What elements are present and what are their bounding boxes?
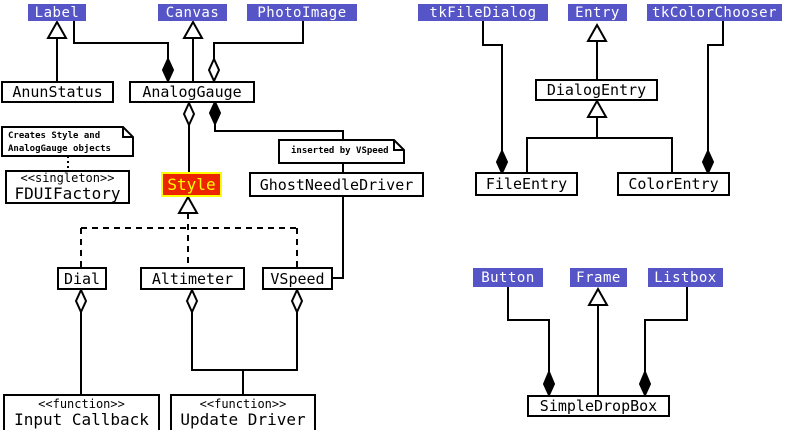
fduifactory-stereotype: <<singleton>> xyxy=(20,170,115,185)
note-inserted-by-vspeed: inserted by VSpeed xyxy=(291,146,389,156)
class-analoggauge: AnalogGauge xyxy=(129,81,255,103)
module-listbox: Listbox xyxy=(648,268,723,287)
update-driver-stereotype: <<function>> xyxy=(199,396,287,411)
module-canvas: Canvas xyxy=(158,4,227,21)
edge-simpledropbox-extends-frame xyxy=(587,286,609,395)
edge-gauges-realize-style xyxy=(80,194,298,267)
edge-label-composed-analoggauge xyxy=(73,21,175,84)
edge-ghostneedledriver-vspeed xyxy=(333,197,344,279)
class-update-driver: <<function>> Update Driver xyxy=(170,394,316,430)
class-ghostneedledriver: GhostNeedleDriver xyxy=(249,172,424,197)
class-dial: Dial xyxy=(57,267,107,290)
edge-photoimage-aggregated-analoggauge xyxy=(207,21,304,84)
module-frame: Frame xyxy=(570,268,627,287)
edge-simpledropbox-composes-button xyxy=(507,287,556,398)
module-tkcolorchooser: tkColorChooser xyxy=(647,4,782,21)
fduifactory-name: FDUIFactory xyxy=(14,183,121,203)
edge-altimeter-vspeed-aggregate-update-driver xyxy=(185,287,304,394)
class-colorentry: ColorEntry xyxy=(617,172,730,196)
edge-analoggauge-extends-canvas xyxy=(182,19,204,81)
module-tkfiledialog: tkFileDialog xyxy=(418,4,548,21)
update-driver-name: Update Driver xyxy=(180,409,306,429)
edge-simpledropbox-composes-listbox xyxy=(638,287,688,398)
note-creates-line2: AnalogGauge objects xyxy=(8,144,111,154)
class-simpledropbox: SimpleDropBox xyxy=(527,395,670,417)
class-vspeed: VSpeed xyxy=(262,267,333,290)
note-inserted-body xyxy=(278,139,405,164)
edge-dialogentry-extends-entry xyxy=(586,22,608,79)
module-photoimage: PhotoImage xyxy=(247,4,357,21)
class-altimeter: Altimeter xyxy=(140,267,245,290)
module-entry: Entry xyxy=(568,4,627,21)
note-creates-body xyxy=(1,126,134,157)
note-creates-line1: Creates Style and xyxy=(8,131,101,141)
note-creates-style: Creates Style and AnalogGauge objects xyxy=(8,130,111,156)
class-fileentry: FileEntry xyxy=(475,172,578,196)
edge-fileentry-composes-tkfiledialog xyxy=(482,21,509,176)
class-fduifactory: <<singleton>> FDUIFactory xyxy=(5,170,130,204)
module-label: Label xyxy=(28,4,86,21)
edge-entries-extend-dialogentry xyxy=(526,98,673,172)
class-anunstatus: AnunStatus xyxy=(1,81,114,103)
class-dialogentry: DialogEntry xyxy=(535,79,658,101)
class-style: Style xyxy=(161,172,222,197)
edge-anunstatus-extends-label xyxy=(46,19,68,81)
input-callback-stereotype: <<function>> xyxy=(38,396,125,411)
edge-dial-aggregates-input-callback xyxy=(74,287,88,394)
edge-colorentry-composes-tkcolorchooser xyxy=(701,21,724,176)
class-input-callback: <<function>> Input Callback xyxy=(3,394,160,430)
input-callback-name: Input Callback xyxy=(14,409,149,429)
edge-analoggauge-aggregates-style xyxy=(182,100,196,172)
module-button: Button xyxy=(473,268,543,287)
